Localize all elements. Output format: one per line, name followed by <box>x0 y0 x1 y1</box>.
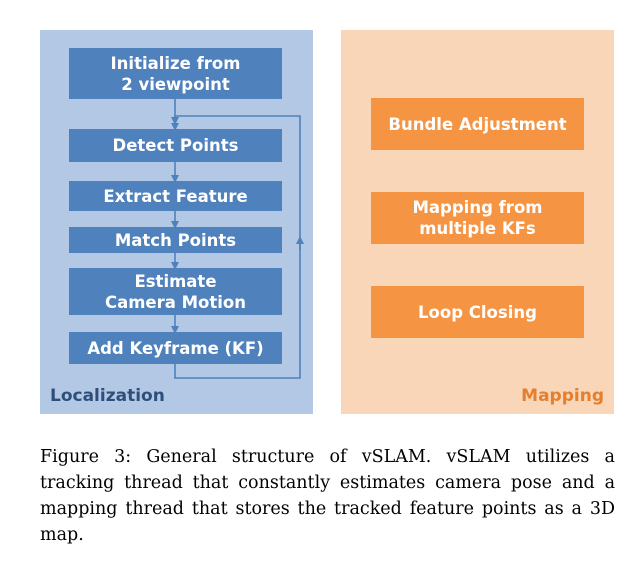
step-estimate-camera-motion: Estimate Camera Motion <box>69 268 282 315</box>
step-mapping-from-multiple-kfs: Mapping from multiple KFs <box>371 192 584 244</box>
localization-label: Localization <box>50 386 165 406</box>
figure-caption: Figure 3: General structure of vSLAM. vS… <box>40 447 615 545</box>
step-bundle-adjustment: Bundle Adjustment <box>371 98 584 150</box>
step-add-keyframe: Add Keyframe (KF) <box>69 332 282 364</box>
step-initialize: Initialize from 2 viewpoint <box>69 48 282 99</box>
mapping-label: Mapping <box>521 386 604 406</box>
step-match-points: Match Points <box>69 227 282 253</box>
step-extract-feature: Extract Feature <box>69 181 282 211</box>
step-loop-closing: Loop Closing <box>371 286 584 338</box>
step-detect-points: Detect Points <box>69 129 282 162</box>
